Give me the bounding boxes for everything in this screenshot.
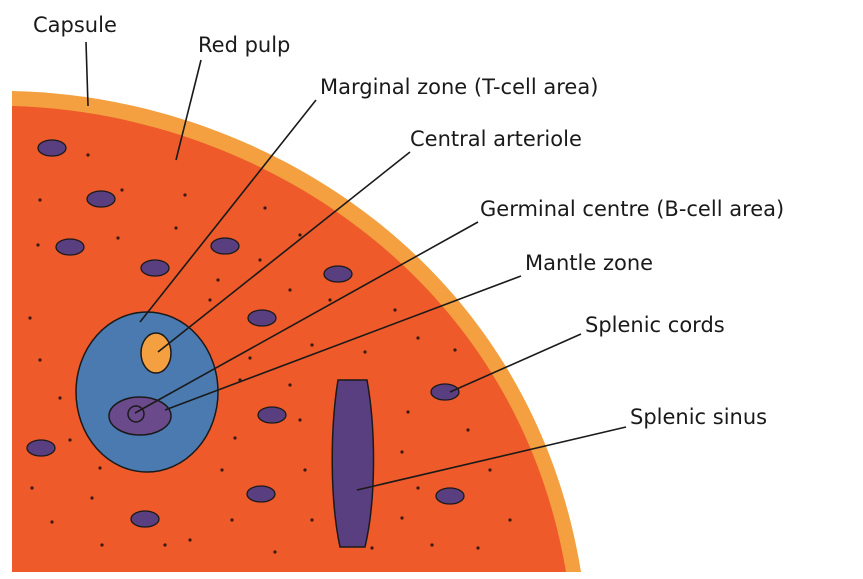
splenic-cord — [247, 309, 277, 327]
red-pulp-dots — [28, 153, 512, 554]
tissue-dot — [263, 206, 267, 210]
tissue-dot — [310, 343, 314, 347]
tissue-dot — [28, 316, 32, 320]
tissue-dot — [208, 298, 212, 302]
tissue-dot — [298, 233, 302, 237]
leader-capsule — [85, 41, 89, 107]
tissue-dot — [363, 350, 367, 354]
tissue-dot — [36, 243, 40, 247]
labels: Capsule Red pulp Marginal zone (T-cell a… — [33, 13, 784, 429]
tissue-dot — [258, 258, 262, 262]
tissue-dot — [298, 418, 302, 422]
leader-germinal-centre — [134, 221, 479, 414]
splenic-cord — [430, 383, 460, 401]
tissue-dot — [216, 278, 220, 282]
label-splenic-cords: Splenic cords — [585, 313, 725, 337]
label-germinal-centre: Germinal centre (B-cell area) — [480, 197, 784, 221]
tissue-dot — [400, 450, 404, 454]
splenic-cords-group — [26, 139, 465, 528]
tissue-dot — [174, 226, 178, 230]
tissue-dot — [288, 383, 292, 387]
splenic-cord — [86, 190, 116, 208]
tissue-dot — [288, 288, 292, 292]
tissue-dot — [163, 543, 167, 547]
splenic-cord — [130, 510, 160, 528]
leader-splenic-cords — [449, 333, 582, 393]
label-red-pulp: Red pulp — [198, 33, 290, 57]
label-marginal-zone: Marginal zone (T-cell area) — [320, 75, 598, 99]
splenic-cord — [37, 139, 67, 157]
splenic-cord — [26, 439, 56, 457]
tissue-dot — [406, 410, 410, 414]
tissue-dot — [58, 396, 62, 400]
splenic-cord — [257, 406, 287, 424]
tissue-dot — [453, 348, 457, 352]
tissue-dot — [370, 546, 374, 550]
leader-red-pulp — [175, 59, 202, 161]
leader-central-arteriole — [157, 151, 411, 353]
white-pulp-follicle — [75, 311, 219, 473]
label-capsule: Capsule — [33, 13, 117, 37]
tissue-dot — [38, 198, 42, 202]
leader-mantle-zone — [164, 275, 522, 411]
tissue-dot — [310, 518, 314, 522]
splenic-sinus-shape — [331, 379, 375, 548]
tissue-dot — [303, 468, 307, 472]
tissue-dot — [508, 518, 512, 522]
tissue-dot — [86, 153, 90, 157]
tissue-dot — [230, 518, 234, 522]
tissue-dot — [183, 193, 187, 197]
tissue-dot — [416, 486, 420, 490]
germinal-centre-shape — [108, 396, 172, 436]
splenic-cord — [55, 238, 85, 256]
tissue-dot — [98, 466, 102, 470]
tissue-dot — [68, 438, 72, 442]
label-mantle-zone: Mantle zone — [525, 251, 653, 275]
splenic-cord — [140, 259, 170, 277]
tissue-dot — [248, 356, 252, 360]
tissue-dot — [328, 298, 332, 302]
tissue-dot — [188, 538, 192, 542]
leader-marginal-zone — [139, 99, 317, 323]
tissue-dot — [476, 546, 480, 550]
tissue-dot — [120, 188, 124, 192]
label-central-arteriole: Central arteriole — [410, 127, 582, 151]
tissue-dot — [38, 358, 42, 362]
tissue-dot — [220, 468, 224, 472]
splenic-cord — [435, 487, 465, 505]
tissue-dot — [50, 520, 54, 524]
tissue-dot — [100, 543, 104, 547]
tissue-dot — [30, 486, 34, 490]
tissue-dot — [466, 428, 470, 432]
tissue-dot — [233, 436, 237, 440]
tissue-dot — [116, 236, 120, 240]
tissue-dot — [416, 336, 420, 340]
label-splenic-sinus: Splenic sinus — [630, 405, 767, 429]
leader-splenic-sinus — [356, 426, 627, 491]
tissue-dot — [400, 516, 404, 520]
splenic-cord — [210, 237, 240, 255]
tissue-dot — [273, 550, 277, 554]
leader-lines — [85, 41, 627, 491]
tissue-dot — [90, 496, 94, 500]
splenic-cord — [323, 265, 353, 283]
tissue-dot — [488, 468, 492, 472]
splenic-cord — [246, 485, 276, 503]
tissue-dot — [393, 308, 397, 312]
germinal-centre-inner-ring — [127, 405, 145, 423]
central-arteriole-shape — [140, 332, 172, 374]
tissue-dot — [430, 543, 434, 547]
